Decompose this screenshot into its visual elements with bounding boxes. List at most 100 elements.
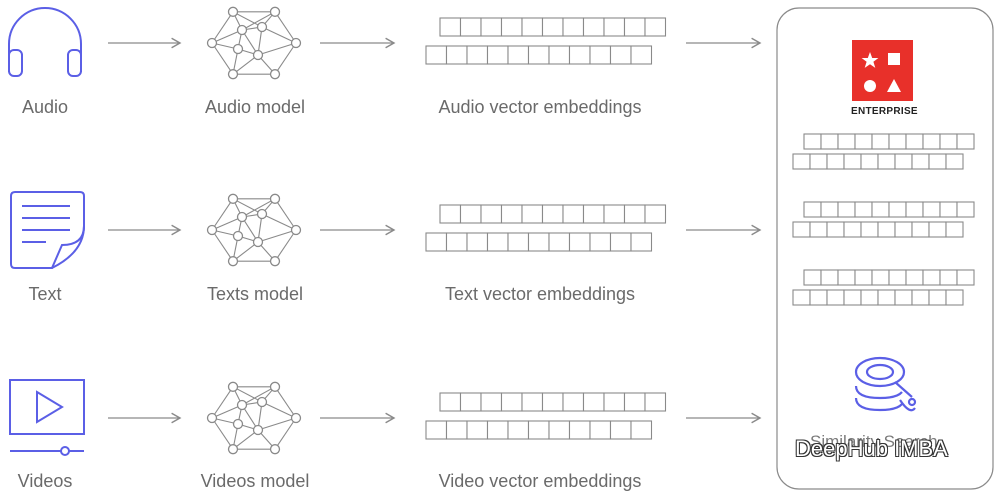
vector-cell bbox=[486, 420, 509, 440]
vector-cell bbox=[644, 204, 667, 224]
network-edge bbox=[261, 26, 297, 44]
vector-cell bbox=[521, 392, 544, 412]
network-edge bbox=[261, 213, 297, 231]
network-node bbox=[256, 396, 268, 408]
vector-cell bbox=[820, 201, 839, 218]
vector-cell bbox=[630, 45, 653, 65]
vector-cell bbox=[466, 45, 489, 65]
vector-cell bbox=[609, 232, 632, 252]
vector-cell bbox=[820, 269, 839, 286]
vector-cell bbox=[603, 392, 626, 412]
vector-cell bbox=[562, 17, 585, 37]
vector-cell bbox=[589, 232, 612, 252]
vector-cell bbox=[854, 269, 873, 286]
network-edge bbox=[211, 29, 243, 44]
vector-cell bbox=[854, 201, 873, 218]
vector-cell bbox=[843, 153, 862, 170]
vector-cell bbox=[541, 17, 564, 37]
vector-cell bbox=[939, 269, 958, 286]
vector-cell bbox=[486, 232, 509, 252]
vector-cell bbox=[803, 269, 822, 286]
vector-cell bbox=[928, 153, 947, 170]
vector-cell bbox=[527, 420, 550, 440]
network-node bbox=[227, 193, 239, 204]
vector-cell bbox=[809, 153, 828, 170]
video-input-label: Videos bbox=[17, 471, 73, 491]
vector-cell bbox=[486, 45, 509, 65]
headphones-icon bbox=[8, 7, 82, 77]
network-node bbox=[269, 381, 281, 392]
vector-cell bbox=[568, 45, 591, 65]
network-node bbox=[269, 69, 281, 80]
vector-cell bbox=[609, 45, 632, 65]
vector-cell bbox=[877, 153, 896, 170]
network-edge bbox=[274, 229, 297, 262]
neural-network-icon bbox=[206, 381, 302, 455]
vector-strip bbox=[792, 153, 964, 170]
vector-cell bbox=[459, 392, 482, 412]
redis-enterprise-logo-icon bbox=[852, 40, 913, 101]
vector-cell bbox=[609, 420, 632, 440]
vector-cell bbox=[905, 201, 924, 218]
vector-cell bbox=[792, 289, 811, 306]
network-edge bbox=[211, 229, 234, 262]
vector-strip bbox=[792, 221, 964, 238]
network-edge bbox=[211, 42, 234, 75]
vector-cell bbox=[956, 201, 975, 218]
vector-cell bbox=[956, 133, 975, 150]
vector-cell bbox=[911, 289, 930, 306]
vector-cell bbox=[945, 289, 964, 306]
network-node bbox=[232, 230, 244, 242]
vector-strip bbox=[439, 17, 667, 37]
vector-cell bbox=[507, 45, 530, 65]
network-node bbox=[227, 256, 239, 267]
vector-cell bbox=[500, 392, 523, 412]
network-edge bbox=[274, 417, 297, 450]
network-node bbox=[252, 236, 264, 248]
text-input-label: Text bbox=[28, 284, 62, 304]
vector-cell bbox=[630, 232, 653, 252]
vector-cell bbox=[521, 204, 544, 224]
database-panel bbox=[776, 7, 994, 490]
vector-cell bbox=[803, 201, 822, 218]
network-edge bbox=[261, 401, 297, 419]
vector-cell bbox=[425, 420, 448, 440]
vector-cell bbox=[905, 269, 924, 286]
vector-cell bbox=[888, 269, 907, 286]
vector-cell bbox=[582, 17, 605, 37]
network-edge bbox=[211, 216, 243, 231]
vector-cell bbox=[871, 201, 890, 218]
vector-cell bbox=[843, 289, 862, 306]
vector-cell bbox=[630, 420, 653, 440]
vector-cell bbox=[877, 289, 896, 306]
vector-cell bbox=[623, 17, 646, 37]
vector-cell bbox=[826, 289, 845, 306]
vector-cell bbox=[568, 232, 591, 252]
vector-cell bbox=[911, 153, 930, 170]
audio-model-label: Audio model bbox=[204, 97, 306, 117]
vector-cell bbox=[826, 153, 845, 170]
vector-cell bbox=[568, 420, 591, 440]
vector-cell bbox=[820, 133, 839, 150]
vector-cell bbox=[623, 392, 646, 412]
network-edge bbox=[257, 417, 297, 431]
vector-cell bbox=[445, 232, 468, 252]
vector-cell bbox=[877, 221, 896, 238]
network-node bbox=[290, 224, 302, 236]
vector-cell bbox=[922, 269, 941, 286]
text-embedding-label: Text vector embeddings bbox=[444, 284, 636, 304]
vector-cell bbox=[894, 289, 913, 306]
vector-cell bbox=[843, 221, 862, 238]
network-edge bbox=[241, 198, 276, 218]
vector-cell bbox=[480, 204, 503, 224]
vector-cell bbox=[928, 221, 947, 238]
vector-cell bbox=[603, 204, 626, 224]
network-node bbox=[269, 193, 281, 204]
network-edge bbox=[232, 241, 259, 262]
network-edge bbox=[274, 198, 297, 231]
network-edge bbox=[257, 42, 297, 56]
vector-cell bbox=[507, 232, 530, 252]
vector-cell bbox=[826, 221, 845, 238]
vector-cell bbox=[894, 221, 913, 238]
vector-cell bbox=[871, 133, 890, 150]
